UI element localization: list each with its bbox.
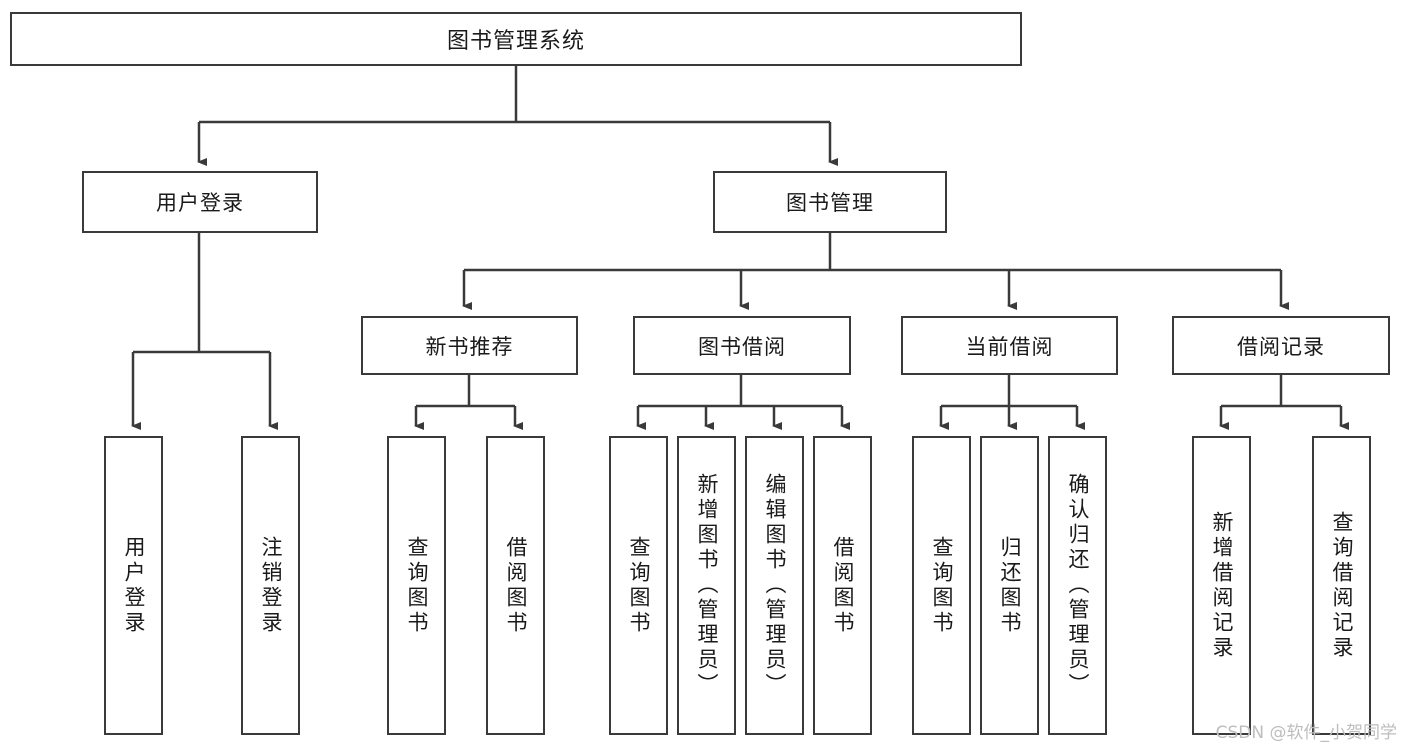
node-new-book-recommend-label: 新书推荐 (425, 334, 514, 359)
leaf-confirm-return-admin[interactable]: 确认归还（管理员） (1048, 436, 1107, 735)
leaf-borrow-book[interactable]: 借阅图书 (813, 436, 872, 735)
leaf-user-login-label: 用户登录 (122, 535, 146, 636)
node-book-borrow[interactable]: 图书借阅 (633, 316, 851, 375)
leaf-logout-label: 注销登录 (259, 535, 283, 636)
node-new-book-recommend[interactable]: 新书推荐 (361, 316, 578, 375)
leaf-return-book-label: 归还图书 (998, 535, 1022, 636)
node-book-management[interactable]: 图书管理 (713, 171, 947, 233)
node-current-borrow-label: 当前借阅 (965, 334, 1054, 359)
leaf-new-book-borrow-book-label: 借阅图书 (504, 535, 528, 636)
leaf-return-book[interactable]: 归还图书 (980, 436, 1039, 735)
node-book-management-label: 图书管理 (786, 191, 874, 215)
leaf-add-book-admin-label: 新增图书（管理员） (695, 473, 719, 698)
leaf-new-book-query-book-label: 查询图书 (405, 535, 429, 636)
leaf-confirm-return-admin-label: 确认归还（管理员） (1066, 473, 1090, 698)
node-user-login-label: 用户登录 (156, 191, 244, 215)
leaf-current-query-book-label: 查询图书 (930, 535, 954, 636)
node-current-borrow[interactable]: 当前借阅 (901, 316, 1118, 375)
leaf-borrow-query-book-label: 查询图书 (627, 535, 651, 636)
leaf-new-book-query-book[interactable]: 查询图书 (387, 436, 446, 735)
leaf-new-book-borrow-book[interactable]: 借阅图书 (486, 436, 545, 735)
leaf-borrow-book-label: 借阅图书 (831, 535, 855, 636)
leaf-query-borrow-record-label: 查询借阅记录 (1330, 510, 1354, 661)
leaf-current-query-book[interactable]: 查询图书 (912, 436, 971, 735)
node-book-borrow-label: 图书借阅 (698, 334, 786, 359)
leaf-edit-book-admin[interactable]: 编辑图书（管理员） (745, 436, 804, 735)
leaf-add-borrow-record[interactable]: 新增借阅记录 (1192, 436, 1251, 735)
watermark: CSDN @软件_小贺同学 (1215, 723, 1397, 743)
node-borrow-record-label: 借阅记录 (1237, 334, 1325, 359)
leaf-edit-book-admin-label: 编辑图书（管理员） (763, 473, 787, 698)
leaf-add-borrow-record-label: 新增借阅记录 (1210, 510, 1234, 661)
node-user-login[interactable]: 用户登录 (82, 171, 318, 233)
node-borrow-record[interactable]: 借阅记录 (1172, 316, 1390, 375)
leaf-query-borrow-record[interactable]: 查询借阅记录 (1312, 436, 1371, 735)
leaf-user-login[interactable]: 用户登录 (104, 436, 163, 735)
node-root-system-label: 图书管理系统 (446, 29, 585, 54)
leaf-logout[interactable]: 注销登录 (241, 436, 300, 735)
node-root-system[interactable]: 图书管理系统 (10, 12, 1022, 66)
leaf-borrow-query-book[interactable]: 查询图书 (609, 436, 668, 735)
leaf-add-book-admin[interactable]: 新增图书（管理员） (677, 436, 736, 735)
